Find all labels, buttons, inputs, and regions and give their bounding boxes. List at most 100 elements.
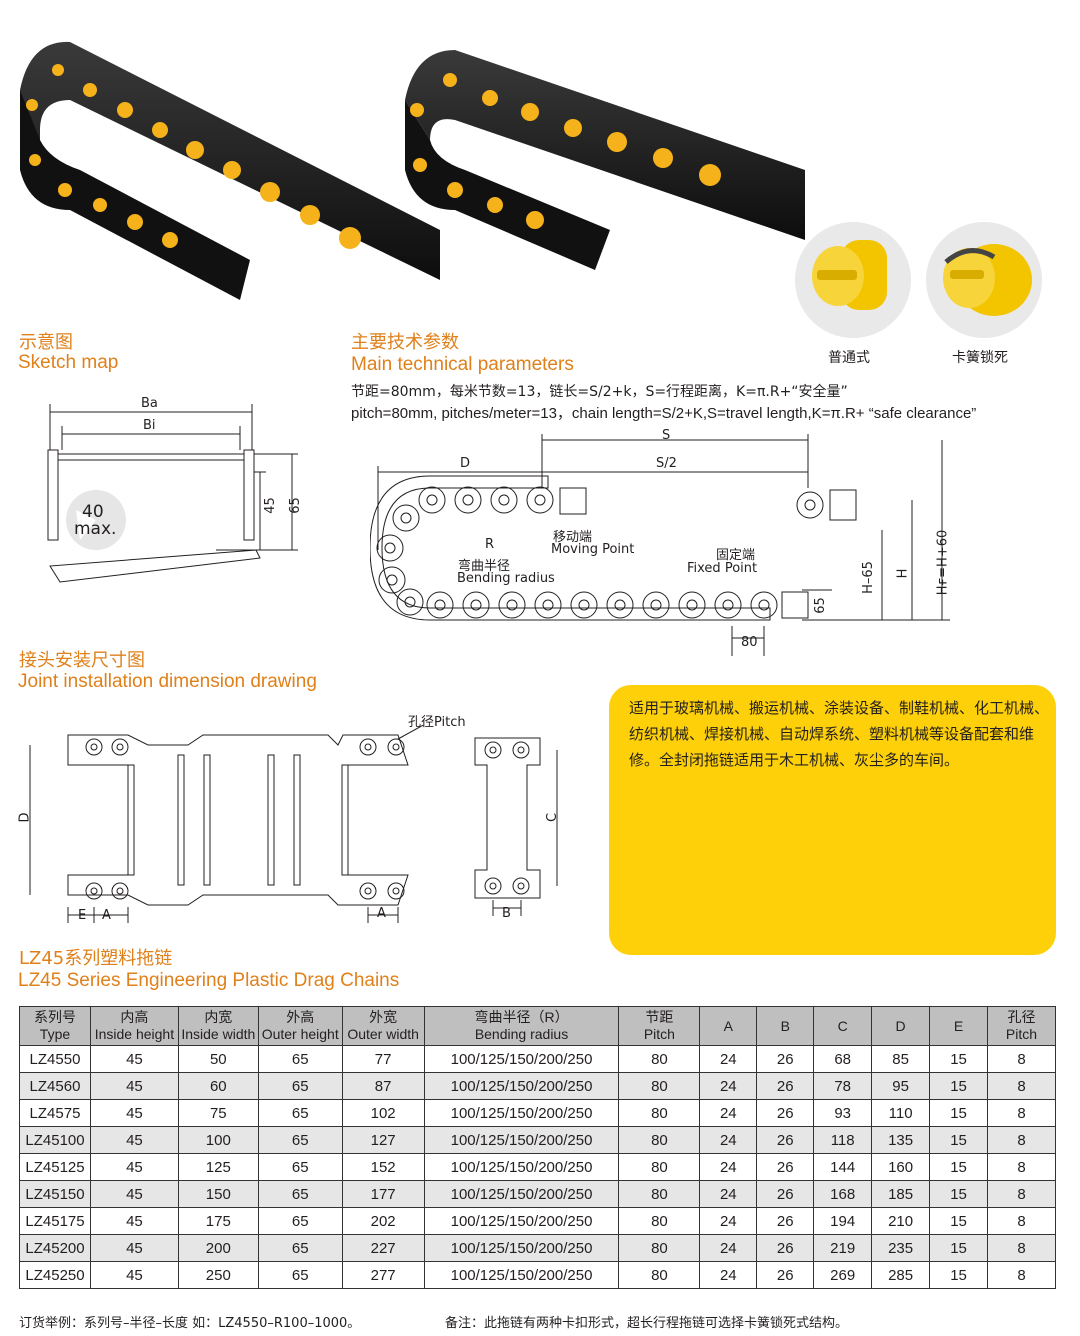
header-en: Outer width: [347, 1026, 419, 1042]
table-cell: 15: [929, 1261, 988, 1289]
table-cell: 177: [341, 1180, 425, 1208]
joint-label-a2: A: [377, 906, 386, 921]
table-cell: 144: [813, 1153, 873, 1181]
diagram-label-h65: H–65: [860, 561, 876, 594]
table-cell: 8: [986, 1153, 1057, 1181]
table-cell: 8: [986, 1099, 1057, 1127]
joint-label-pitch: 孔径Pitch: [408, 715, 466, 730]
sketch-label-45: 45: [262, 497, 278, 514]
table-cell: 200: [177, 1234, 259, 1262]
series-title-cn: LZ45系列塑料拖链: [19, 948, 173, 969]
table-cell: LZ4550: [19, 1045, 91, 1073]
header-cn: 内高: [120, 1009, 149, 1025]
table-cell: 95: [871, 1072, 931, 1100]
params-title-en: Main technical parameters: [351, 354, 574, 375]
table-cell: 24: [699, 1072, 758, 1100]
header-cn: E: [953, 1017, 964, 1034]
table-cell: 15: [929, 1153, 988, 1181]
table-cell: 65: [257, 1207, 343, 1235]
table-cell: 77: [341, 1045, 425, 1073]
table-cell: 8: [986, 1207, 1057, 1235]
table-cell: 102: [341, 1099, 425, 1127]
table-cell: LZ45200: [19, 1234, 91, 1262]
table-cell: 24: [699, 1099, 758, 1127]
table-cell: 194: [813, 1207, 873, 1235]
table-cell: 175: [177, 1207, 259, 1235]
table-cell: 80: [618, 1072, 701, 1100]
table-header-cell: C: [813, 1006, 873, 1046]
header-en: Type: [39, 1026, 71, 1042]
table-cell: 15: [929, 1180, 988, 1208]
header-cn: B: [780, 1017, 790, 1034]
sketch-title-en: Sketch map: [18, 352, 119, 373]
header-en: Pitch: [1005, 1026, 1038, 1042]
table-cell: 24: [699, 1207, 758, 1235]
diagram-label-65: 65: [812, 597, 828, 614]
table-header-cell: D: [871, 1006, 931, 1046]
table-cell: LZ45150: [19, 1180, 91, 1208]
sketch-angle-unit: max.: [74, 519, 117, 539]
header-cn: 节距: [645, 1009, 674, 1025]
diagram-label-r: R: [485, 537, 495, 552]
caption-normal: 普通式: [828, 350, 870, 366]
table-cell: 68: [813, 1045, 873, 1073]
diagram-label-s2: S/2: [656, 456, 677, 471]
header-cn: A: [723, 1017, 733, 1034]
table-cell: 26: [756, 1153, 815, 1181]
table-cell: 8: [986, 1234, 1057, 1262]
header-en: Bending radius: [474, 1026, 569, 1042]
joint-label-e: E: [78, 908, 87, 923]
diagram-label-d: D: [460, 456, 471, 471]
table-cell: LZ45125: [19, 1153, 91, 1181]
sketch-label-ba: Ba: [141, 396, 158, 411]
sketch-map-drawing: [47, 404, 298, 583]
header-cn: 外宽: [369, 1009, 398, 1025]
table-cell: 8: [986, 1180, 1057, 1208]
table-cell: 100/125/150/200/250: [423, 1099, 620, 1127]
table-header-cell: A: [699, 1006, 758, 1046]
diagram-label-moving-en: Moving Point: [551, 542, 635, 557]
diagram-label-bend-cn: 弯曲半径: [458, 559, 511, 574]
table-cell: 78: [813, 1072, 873, 1100]
table-cell: 8: [986, 1261, 1057, 1289]
header-cn: 弯曲半径（R）: [474, 1009, 569, 1025]
table-cell: LZ45250: [19, 1261, 91, 1289]
table-cell: 118: [813, 1126, 873, 1154]
table-cell: 15: [929, 1126, 988, 1154]
table-cell: 26: [756, 1099, 815, 1127]
diagram-label-hf: Hғ=H+60: [935, 529, 951, 596]
header-en: Inside height: [94, 1026, 175, 1042]
table-cell: 15: [929, 1045, 988, 1073]
table-cell: 65: [257, 1045, 343, 1073]
table-cell: 8: [986, 1126, 1057, 1154]
table-cell: 100/125/150/200/250: [423, 1261, 620, 1289]
header-cn: 外高: [286, 1009, 315, 1025]
table-cell: 65: [257, 1153, 343, 1181]
table-cell: 65: [257, 1072, 343, 1100]
table-cell: 45: [89, 1207, 179, 1235]
diagram-label-fixed-en: Fixed Point: [687, 561, 758, 576]
table-cell: 135: [871, 1126, 931, 1154]
series-title-en: LZ45 Series Engineering Plastic Drag Cha…: [18, 970, 400, 991]
table-cell: 85: [871, 1045, 931, 1073]
table-cell: 65: [257, 1234, 343, 1262]
table-cell: 202: [341, 1207, 425, 1235]
table-cell: LZ4560: [19, 1072, 91, 1100]
table-cell: LZ4575: [19, 1099, 91, 1127]
params-title-cn: 主要技术参数: [351, 332, 459, 353]
joint-title-en: Joint installation dimension drawing: [18, 671, 317, 692]
table-cell: 65: [257, 1180, 343, 1208]
table-cell: 45: [89, 1234, 179, 1262]
caption-lock: 卡簧锁死: [952, 350, 1008, 366]
table-cell: 50: [177, 1045, 259, 1073]
sketch-title-cn: 示意图: [19, 332, 73, 353]
application-text: 适用于玻璃机械、搬运机械、涂装设备、制鞋机械、化工机械、纺织机械、焊接机械、自动…: [629, 699, 1050, 769]
